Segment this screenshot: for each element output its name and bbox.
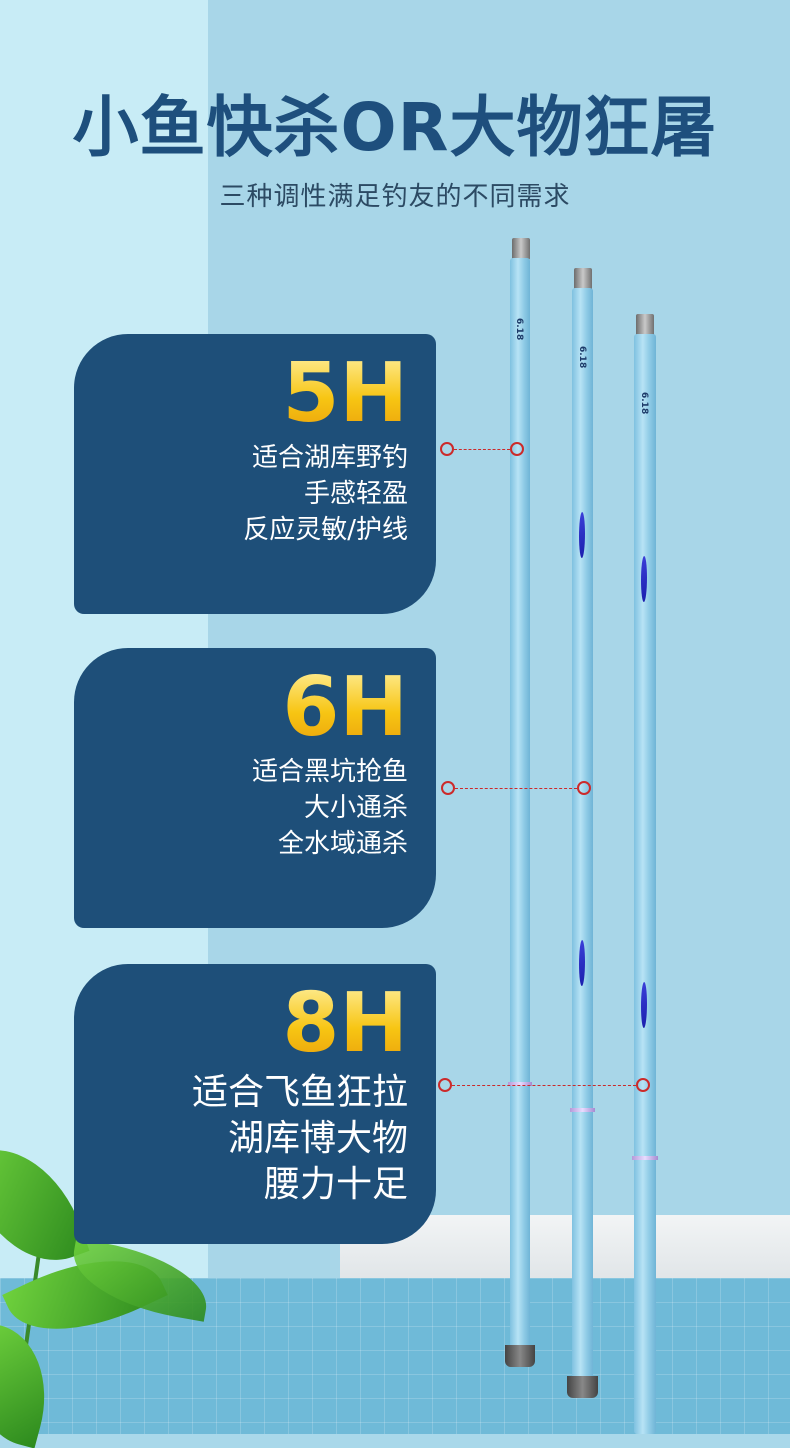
card-line: 适合湖库野钓 — [251, 443, 408, 473]
card-grade: 5H — [74, 348, 408, 440]
card-grade: 6H — [74, 662, 408, 754]
rod-label: 6.18 — [577, 346, 587, 369]
card-line: 腰力十足 — [263, 1164, 408, 1205]
card-line: 适合飞鱼狂拉 — [191, 1072, 408, 1113]
rod-label: 6.18 — [514, 318, 524, 341]
card-line: 适合黑坑抢鱼 — [251, 757, 408, 787]
tiled-floor — [0, 1278, 790, 1434]
card-line: 全水域通杀 — [277, 829, 408, 859]
card-line: 手感轻盈 — [303, 479, 408, 509]
card-5h: 5H 适合湖库野钓 手感轻盈 反应灵敏/护线 — [74, 334, 436, 614]
card-line: 反应灵敏/护线 — [243, 515, 408, 545]
page-subtitle: 三种调性满足钓友的不同需求 — [219, 182, 571, 212]
card-8h: 8H 适合飞鱼狂拉 湖库博大物 腰力十足 — [74, 964, 436, 1244]
card-6h: 6H 适合黑坑抢鱼 大小通杀 全水域通杀 — [74, 648, 436, 928]
card-line: 大小通杀 — [303, 793, 408, 823]
card-line: 湖库博大物 — [227, 1118, 408, 1159]
rod-label: 6.18 — [639, 392, 649, 415]
page-title: 小鱼快杀OR大物狂屠 — [72, 89, 718, 166]
card-grade: 8H — [74, 978, 408, 1070]
